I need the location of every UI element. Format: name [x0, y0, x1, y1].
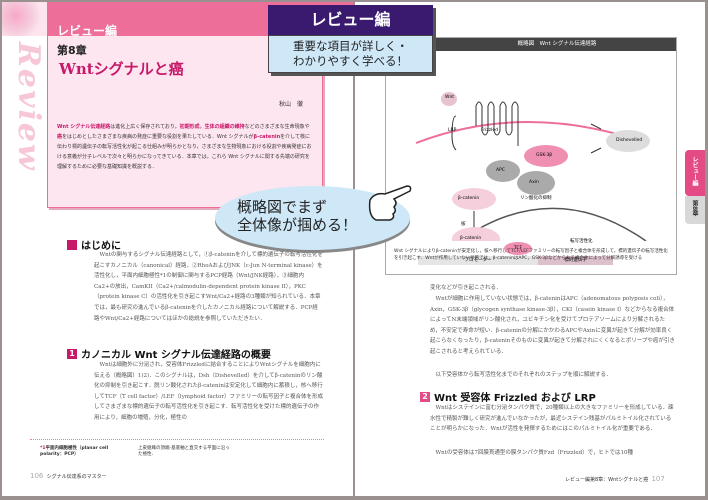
chapter-number: 第8章	[57, 44, 87, 57]
footnote-desc: 上皮組織の頂端-基底軸と直交する平面に沿った極性．	[138, 446, 230, 457]
section-number: 2	[420, 391, 430, 402]
section-number: 1	[67, 348, 77, 359]
callout-line: 重要な項目が詳しく・	[293, 39, 408, 53]
callout-title: レビュー編	[268, 5, 433, 35]
abstract-segment: を介して核に伝わり標的遺伝子の転写活性化が起こる仕組みが明らかとなり，さまざまな…	[57, 134, 312, 170]
footnote-term: *1平面内細胞極性（planar cell polarity：PCP）	[40, 445, 130, 457]
callout-text: 重要な項目が詳しく・わかりやすく学べる！	[268, 35, 433, 73]
footnote-divider	[30, 439, 324, 440]
label-phosphorylation: リン酸化の抑制	[520, 196, 552, 201]
abstract-segment: ，	[199, 124, 205, 130]
page-number: 107	[651, 475, 665, 483]
callout-line: わかりやすく学べる！	[293, 54, 408, 68]
promoter-bar: プロモーター	[418, 256, 538, 265]
overview-figure: 概略図 Wnt シグナル伝達経路 Wnt LRP Frizzled Dishev…	[385, 37, 677, 275]
intro-paragraph: Wntの関与するシグナル伝達経路として，①β-cateninを介して標的遺伝子の…	[94, 252, 323, 322]
running-title: レビュー編第8章：Wntシグナルと癌	[565, 477, 649, 483]
heading-text: はじめに	[81, 241, 121, 252]
bubble-line: 概略図でまず	[237, 198, 328, 216]
side-tab-series[interactable]: レビュー編	[685, 150, 705, 196]
right-para-1: 変化などが引き起こされる．	[430, 285, 502, 291]
abstract: Wnt シグナル伝達経路は進化上広く保存されており，初期形成，生体の組織の維持な…	[57, 122, 313, 172]
figure-caption: Wnt シグナルによりβ-cateninが安定化し，核へ移行してTCF/LEFフ…	[394, 249, 668, 261]
pointing-hand-icon	[368, 185, 412, 221]
tcf-node: TCF	[504, 242, 532, 255]
target-gene-bar: 標的遺伝子	[538, 256, 613, 265]
label-wnt: Wnt	[445, 95, 455, 100]
label-frizzled: Frizzled	[481, 128, 498, 133]
abstract-segment: 初期形成	[179, 124, 200, 130]
bubble-line: 全体像が掴める！	[237, 216, 358, 234]
right-footer: レビュー編第8章：Wntシグナルと癌 107	[565, 475, 665, 483]
abstract-segment: は進化上広く保存されており，	[110, 124, 180, 130]
figure-header: 概略図 Wnt シグナル伝達経路	[517, 41, 597, 47]
decorative-image	[2, 2, 47, 36]
left-footer: 106 シグナル伝達系のマスター	[30, 472, 107, 480]
abstract-segment: 癌	[57, 134, 63, 140]
author: 秋山 徹	[279, 101, 304, 108]
section-heading-intro: はじめに	[67, 237, 121, 252]
abstract-segment: β-catenin	[253, 134, 281, 140]
abstract-segment: 生体の組織の維持	[204, 124, 245, 130]
section-heading-1: 1 カノニカル Wnt シグナル伝達経路の概要	[67, 346, 271, 361]
label-nucleus: 核	[461, 222, 466, 227]
section-2-paragraph-2: Wntの受容体は7回膜貫通型の膜タンパク質Fzd（Frizzled）で，ヒトでは…	[435, 450, 633, 456]
page-number: 106	[30, 472, 44, 480]
label-gsk: GSK-3β	[536, 153, 553, 158]
review-watermark: Review	[11, 42, 46, 172]
series-label: レビュー編	[57, 24, 118, 38]
label-beta-catenin: β-catenin	[458, 196, 480, 201]
figure-header-bar	[386, 38, 676, 51]
label-dishevelled: Dishevelled	[616, 138, 643, 143]
abstract-segment: をはじめとしたさまざまな疾病の発症に重要な役割を果たしている．Wnt シグナルが	[62, 134, 254, 140]
right-para-2: Wntが細胞に作用していない状態では，β-cateninはAPC（adenoma…	[430, 296, 675, 355]
label-apc: APC	[496, 168, 505, 173]
label-activation: 転写活性化	[570, 239, 593, 244]
pathway-diagram	[415, 92, 650, 241]
chapter-title: Wntシグナルと癌	[59, 60, 184, 78]
label-lrp: LRP	[448, 128, 457, 133]
right-para-3: 以下受容体から転写活性化までのそれぞれのステップを順に解説する．	[435, 372, 612, 378]
footnote-term-text: 平面内細胞極性（planar cell polarity：PCP）	[40, 446, 109, 457]
heading-text: Wnt 受容体 Frizzled および LRP	[434, 393, 596, 404]
section-heading-2: 2 Wnt 受容体 Frizzled および LRP	[420, 389, 596, 404]
heading-square-icon	[67, 239, 77, 250]
abstract-segment: Wnt シグナル伝達経路	[57, 124, 111, 130]
abstract-segment: などのさまざまな生命現象や	[244, 124, 310, 130]
footnote-mark: *1	[40, 446, 46, 451]
running-title: シグナル伝達系のマスター	[46, 474, 107, 480]
label-beta-catenin-nuclear: β-catenin	[460, 236, 482, 241]
heading-text: カノニカル Wnt シグナル伝達経路の概要	[81, 350, 271, 361]
label-axin: Axin	[529, 180, 539, 185]
section-2-paragraph: Wntはシステインに富む分泌タンパク質で，20種類以上の大きなファミリーを形成し…	[430, 405, 674, 433]
section-1-paragraph: Wntは細胞外に分泌され，受容体Frizzledに結合することによりWntシグナ…	[94, 362, 323, 421]
side-tab-chapter[interactable]: 第8章	[685, 196, 705, 224]
